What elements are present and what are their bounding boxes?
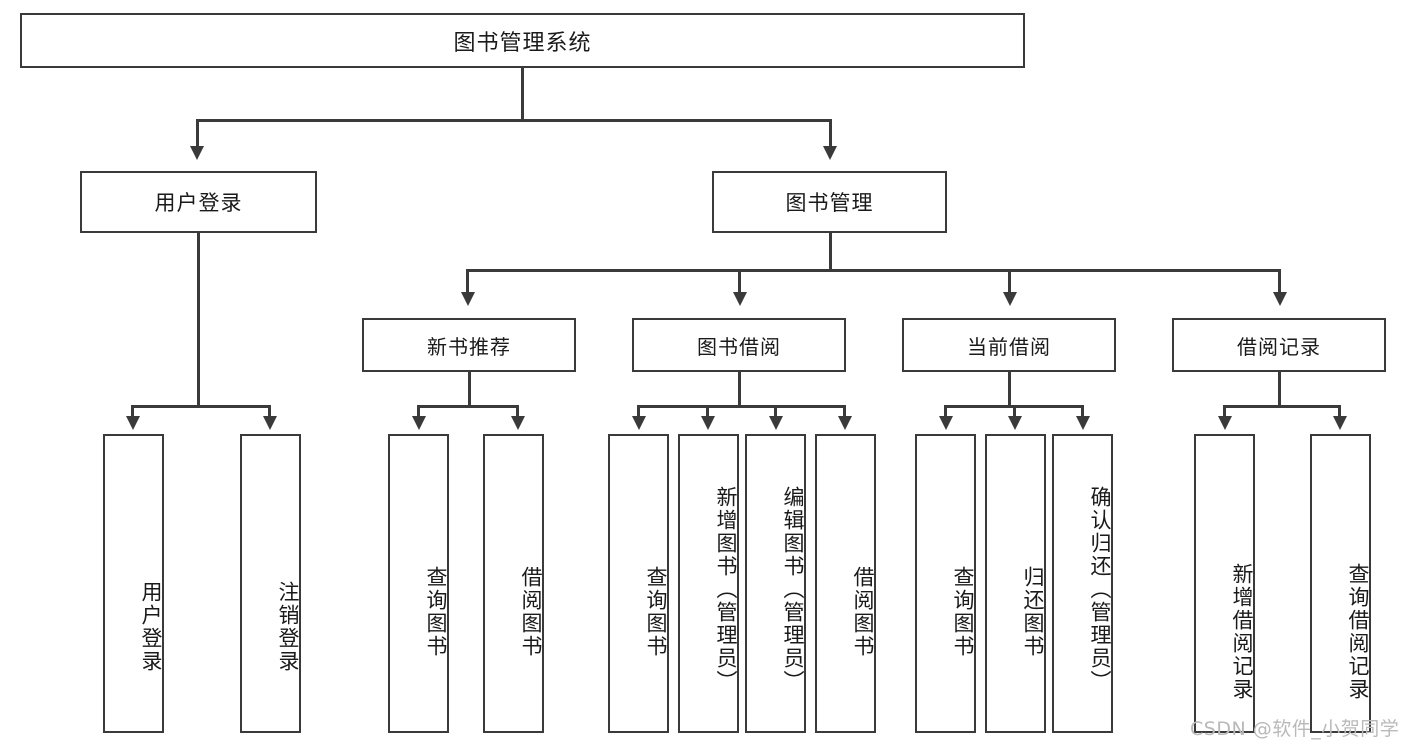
arrow-bookmgmt-to-borrow	[733, 292, 747, 306]
arrow-borrow-to-leaf1	[632, 416, 646, 430]
connector-borrow-stem	[738, 372, 741, 406]
arrow-root-to-bookmgmt	[823, 146, 837, 160]
connector-newbook-to-leaf1	[417, 405, 420, 417]
leaf-return-book[interactable]: 归还图书	[985, 434, 1046, 733]
leaf-edit-book-admin[interactable]: 编辑图书（管理员）	[745, 434, 806, 733]
node-borrow-record[interactable]: 借阅记录	[1172, 318, 1386, 372]
connector-record-to-leaf2	[1338, 405, 1341, 417]
connector-login-stem	[197, 233, 200, 406]
node-current-borrow[interactable]: 当前借阅	[902, 318, 1116, 372]
leaf-add-book-admin[interactable]: 新增图书（管理员）	[678, 434, 739, 733]
connector-borrow-to-leaf2	[706, 405, 709, 417]
arrow-bookmgmt-to-newbook	[461, 292, 475, 306]
arrow-root-to-login	[190, 146, 204, 160]
node-new-book-recommend[interactable]: 新书推荐	[362, 318, 576, 372]
arrow-bookmgmt-to-current	[1003, 292, 1017, 306]
arrow-record-to-leaf1	[1218, 416, 1232, 430]
connector-root-to-bookmgmt	[829, 119, 832, 147]
arrow-borrow-to-leaf2	[701, 416, 715, 430]
connector-newbook-stem	[468, 372, 471, 406]
csdn-watermark: CSDN @软件_小贺同学	[1190, 718, 1400, 740]
connector-current-to-leaf1	[944, 405, 947, 417]
connector-current-to-leaf2	[1013, 405, 1016, 417]
connector-record-to-leaf1	[1223, 405, 1226, 417]
leaf-query-book-newbook[interactable]: 查询图书	[388, 434, 449, 733]
arrow-login-to-leaf2	[263, 416, 277, 430]
connector-root-bus	[196, 119, 831, 122]
connector-bookmgmt-to-newbook	[466, 269, 469, 293]
arrow-current-to-leaf2	[1008, 416, 1022, 430]
connector-bookmgmt-stem	[829, 233, 832, 270]
connector-bookmgmt-to-borrow	[738, 269, 741, 293]
leaf-user-login[interactable]: 用户登录	[103, 434, 164, 733]
leaf-add-borrow-record[interactable]: 新增借阅记录	[1194, 434, 1255, 733]
connector-login-to-leaf1	[131, 405, 134, 417]
node-root-system[interactable]: 图书管理系统	[20, 13, 1025, 68]
node-user-login[interactable]: 用户登录	[80, 171, 317, 233]
connector-borrow-to-leaf4	[843, 405, 846, 417]
leaf-logout[interactable]: 注销登录	[240, 434, 301, 733]
leaf-borrow-book-newbook[interactable]: 借阅图书	[483, 434, 544, 733]
arrow-borrow-to-leaf3	[769, 416, 783, 430]
connector-newbook-bus	[417, 405, 518, 408]
arrow-login-to-leaf1	[126, 416, 140, 430]
connector-root-stem	[521, 68, 524, 120]
arrow-record-to-leaf2	[1333, 416, 1347, 430]
connector-root-to-login	[196, 119, 199, 147]
connector-login-to-leaf2	[268, 405, 271, 417]
connector-bookmgmt-to-current	[1008, 269, 1011, 293]
connector-bookmgmt-bus	[466, 269, 1278, 272]
connector-login-bus	[131, 405, 269, 408]
leaf-borrow-book-borrow[interactable]: 借阅图书	[815, 434, 876, 733]
connector-current-to-leaf3	[1081, 405, 1084, 417]
leaf-query-book-current[interactable]: 查询图书	[915, 434, 976, 733]
connector-record-bus	[1223, 405, 1340, 408]
arrow-borrow-to-leaf4	[838, 416, 852, 430]
connector-borrow-to-leaf1	[637, 405, 640, 417]
arrow-newbook-to-leaf2	[511, 416, 525, 430]
connector-borrow-bus	[637, 405, 845, 408]
node-book-management[interactable]: 图书管理	[712, 171, 947, 233]
node-book-borrow[interactable]: 图书借阅	[632, 318, 846, 372]
connector-record-stem	[1278, 372, 1281, 406]
leaf-query-book-borrow[interactable]: 查询图书	[608, 434, 669, 733]
arrow-current-to-leaf1	[939, 416, 953, 430]
connector-current-stem	[1008, 372, 1011, 406]
arrow-newbook-to-leaf1	[412, 416, 426, 430]
arrow-bookmgmt-to-record	[1273, 292, 1287, 306]
connector-borrow-to-leaf3	[774, 405, 777, 417]
leaf-query-borrow-record[interactable]: 查询借阅记录	[1310, 434, 1371, 733]
connector-bookmgmt-to-record	[1278, 269, 1281, 293]
arrow-current-to-leaf3	[1076, 416, 1090, 430]
connector-newbook-to-leaf2	[516, 405, 519, 417]
leaf-confirm-return-admin[interactable]: 确认归还（管理员）	[1052, 434, 1113, 733]
